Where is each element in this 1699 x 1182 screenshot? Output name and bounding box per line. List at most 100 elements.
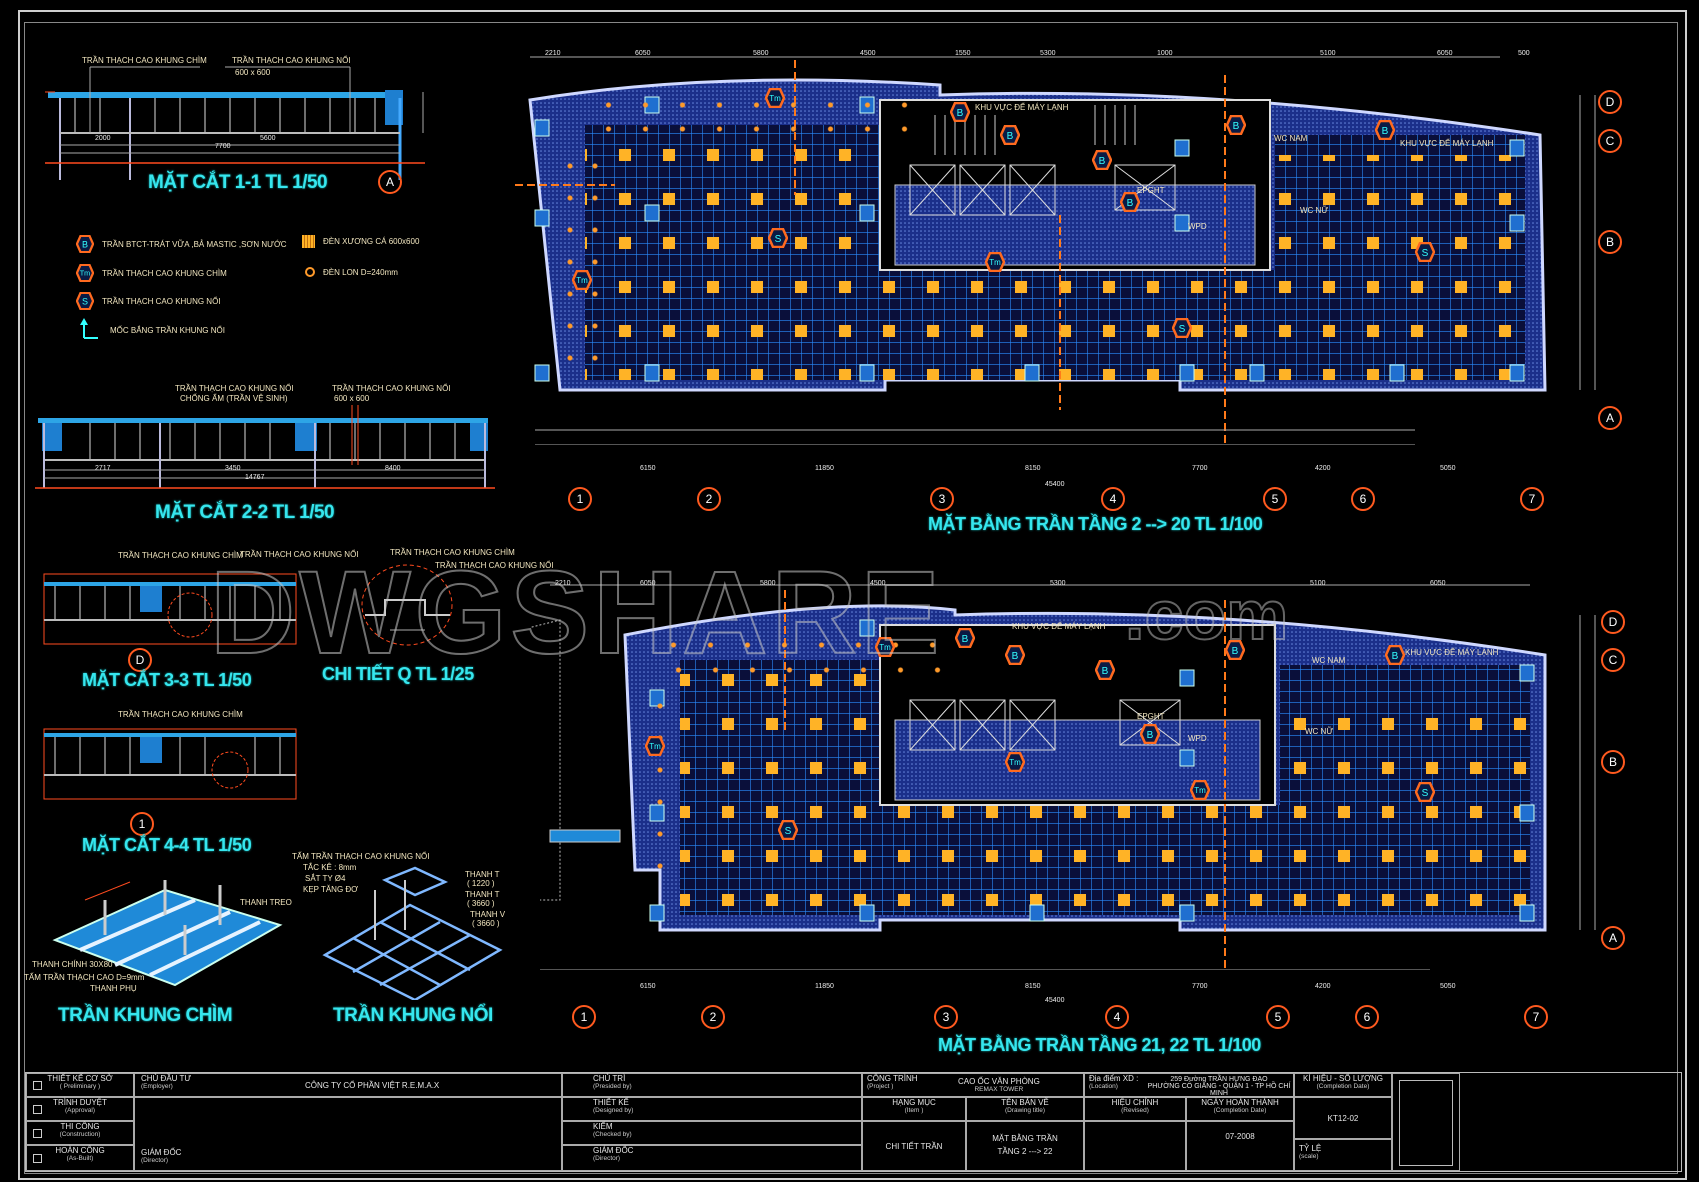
dim-bottom: 4200 [1315,983,1331,990]
detail-q-label-a: TRẦN THẠCH CAO KHUNG CHÌM [390,548,515,557]
location-label-en: (Location) [1089,1083,1118,1090]
dim-top: 5800 [753,50,769,57]
section-1-1-dim: 2000 [95,135,111,142]
iso-khung-chim-drawing [52,880,283,987]
dim-top: 5300 [1050,580,1066,587]
hex-s-icon: S [76,292,94,310]
dim-bottom: 5050 [1440,983,1456,990]
employer-label: CHỦ ĐẦU TƯ [141,1074,192,1083]
hex-b-icon: B [1000,125,1020,145]
director-label-en: (Director) [141,1157,169,1164]
designed-label-en: (Designed by) [593,1107,634,1114]
svg-text:B: B [1102,666,1109,677]
scale-label-en: (scale) [1299,1153,1319,1160]
legend-text: ĐÈN XƯƠNG CÁ 600x600 [323,237,420,246]
hex-s-icon: S [1415,242,1435,262]
completion-value-cell: 07-2008 [1186,1121,1294,1171]
svg-text:B: B [962,634,969,645]
employer-cell: CHỦ ĐẦU TƯ(Employer) CÔNG TY CỔ PHẦN VIỆ… [134,1073,562,1097]
svg-text:S: S [1422,248,1429,259]
sheet-frame-inner [24,22,1678,1174]
dim-total: 45400 [1045,997,1065,1004]
iso-chim-label: THANH TREO [240,898,292,907]
room-label-wc-nam: WC NAM [1274,134,1308,143]
status-row-preliminary: THIẾT KẾ CƠ SỞ( Preliminary ) [26,1073,134,1097]
checkbox-icon[interactable] [33,1154,42,1163]
room-label-wc-nu: WC NỮ [1305,727,1334,736]
room-label-wc-nu: WC NỮ [1300,206,1329,215]
checkbox-icon[interactable] [33,1105,42,1114]
section-2-2-label-b2: 600 x 600 [334,394,370,403]
room-label-epght: EPGHT [1137,186,1165,195]
svg-text:Tm: Tm [576,276,588,285]
dim-top: 6050 [640,580,656,587]
iso-chim-label: THANH PHỤ [90,984,137,993]
dim-bottom: 6150 [640,465,656,472]
svg-text:B: B [1233,121,1240,132]
section-2-2-title: MẶT CẮT 2-2 TL 1/50 [155,502,335,523]
legend-text: TRẦN THẠCH CAO KHUNG CHÌM [102,268,227,278]
status-label-en: (Approval) [65,1107,95,1114]
completion-label-cell: NGÀY HOÀN THÀNH(Completion Date) [1186,1097,1294,1121]
level-arrow-icon [80,318,98,339]
grid-bubble-4: 4 [1105,1005,1129,1029]
code-label-en: (Completion Date) [1316,1083,1370,1090]
director2-label-en: (Director) [593,1155,621,1162]
checkbox-icon[interactable] [33,1129,42,1138]
grid-bubble-3: 3 [930,487,954,511]
location-cell: Địa điểm XD :(Location) 259 Đường TRẦN H… [1084,1073,1294,1097]
drawing-title-2: TẦNG 2 ---> 22 [997,1147,1053,1156]
dim-bottom: 7700 [1192,465,1208,472]
dim-bottom: 8150 [1025,983,1041,990]
sheet-frame-outer [18,10,1687,1180]
plan-top-title: MẶT BẰNG TRẦN TẦNG 2 --> 20 TL 1/100 [928,514,1263,534]
grid-bubble-2: 2 [701,1005,725,1029]
hex-b-icon: B [1095,660,1115,680]
checkbox-icon[interactable] [33,1081,42,1090]
dim-top: 6050 [635,50,651,57]
grid-bubble-a: A [1598,406,1622,430]
iso-noi-label: TẤM TRẦN THẠCH CAO KHUNG NỔI [292,852,430,861]
grid-bubble-1: 1 [572,1005,596,1029]
revised-value-cell [1084,1121,1186,1171]
room-label-ac-area: KHU VỰC ĐỂ MÁY LẠNH [1405,648,1499,657]
detail-q-drawing [361,564,453,646]
hex-b-icon: B [1140,724,1160,744]
plan-bottom-title: MẶT BẰNG TRẦN TẦNG 21, 22 TL 1/100 [938,1035,1261,1055]
section-2-2-drawing [35,405,495,489]
watermark: DWGSHARE [209,546,944,680]
axis-bubble-d: D [128,648,152,672]
hex-tm-icon: Tm [1190,780,1210,800]
grid-bubble-7: 7 [1524,1005,1548,1029]
section-4-4-title: MẶT CẮT 4-4 TL 1/50 [82,835,252,855]
room-label-wc-nam: WC NAM [1312,656,1346,665]
hex-b-icon: B [955,628,975,648]
presided-cell: CHỦ TRÌ(Presided by) [562,1073,862,1097]
svg-text:Tm: Tm [1194,786,1206,795]
director-label: GIÁM ĐỐC [141,1148,182,1157]
status-label: TRÌNH DUYỆT [53,1098,107,1107]
svg-text:S: S [1179,324,1186,335]
dim-top: 4500 [870,580,886,587]
svg-text:B: B [1007,131,1014,142]
axis-bubble-1: 1 [130,812,154,836]
hex-b-icon: B [1385,645,1405,665]
section-1-1-title: MẶT CẮT 1-1 TL 1/50 [148,172,328,193]
legend-item-b: B TRẦN BTCT-TRÁT VỮA ,BẢ MASTIC ,SƠN NƯỚ… [76,235,287,253]
director2-cell: GIÁM ĐỐC(Director) [562,1145,862,1171]
plan-bottom-drawing [530,584,1596,970]
svg-text:Tm: Tm [989,258,1001,267]
dim-bottom: 8150 [1025,465,1041,472]
status-row-approval: TRÌNH DUYỆT(Approval) [26,1097,134,1121]
grid-bubble-d: D [1601,610,1625,634]
hex-b-icon: B [1120,192,1140,212]
dim-bottom: 6150 [640,983,656,990]
legend-light-grid: ĐÈN XƯƠNG CÁ 600x600 [302,235,419,248]
plan-top-drawing [515,56,1596,445]
section-4-4-label-a: TRẦN THẠCH CAO KHUNG CHÌM [118,710,243,719]
checked-label: KIỂM [593,1122,613,1131]
status-label-en: (As-Built) [66,1155,94,1162]
grid-bubble-3: 3 [934,1005,958,1029]
location-ward: PHƯỜNG CÔ GIANG - QUẬN 1 - TP HỒ CHÍ MIN… [1147,1083,1291,1097]
